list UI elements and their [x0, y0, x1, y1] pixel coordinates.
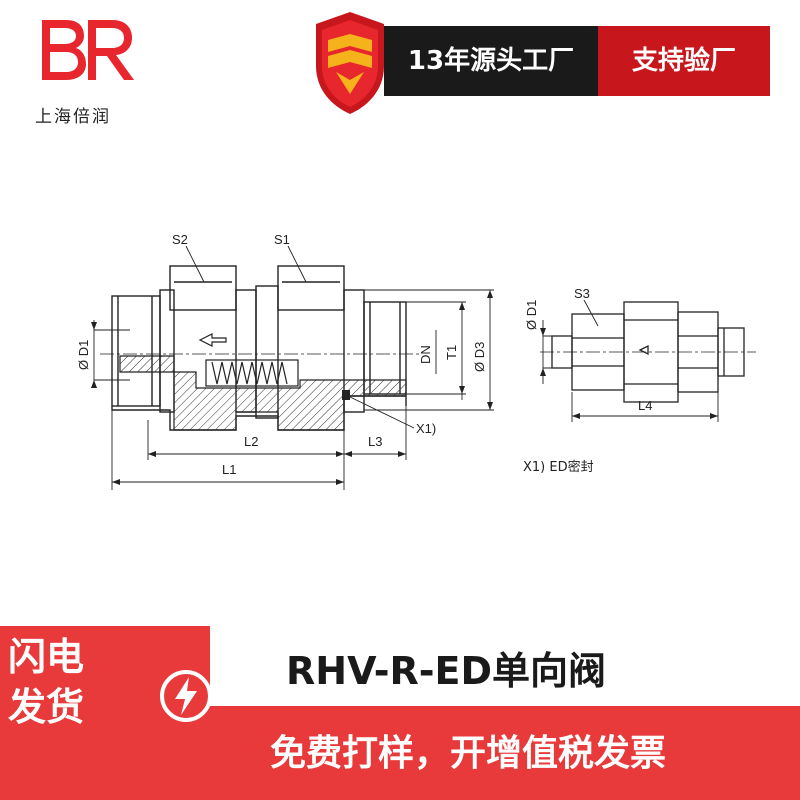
flash-delivery-title: 闪电 发货 — [8, 632, 148, 732]
label-s3: S3 — [574, 286, 590, 301]
br-logo-mark — [42, 20, 134, 80]
label-x1: X1) — [416, 421, 436, 436]
label-d3: Ø D3 — [472, 342, 487, 372]
inspection-badge-text: 支持验厂 — [631, 46, 736, 76]
label-s1: S1 — [274, 232, 290, 247]
seal-note: X1) ED密封 — [523, 460, 594, 475]
label-l1: L1 — [222, 462, 236, 477]
lightning-icon — [160, 670, 212, 722]
header-badge-red — [598, 26, 770, 96]
label-d1-side: Ø D1 — [524, 300, 539, 330]
label-l2: L2 — [244, 434, 258, 449]
flash-line-1: 闪电 — [8, 635, 85, 679]
brand-name: 上海倍润 — [35, 107, 111, 127]
label-d1: Ø D1 — [76, 340, 91, 370]
label-l3: L3 — [368, 434, 382, 449]
slogan-text: 免费打样，开增值税发票 — [270, 733, 667, 774]
slogan-strip — [150, 706, 800, 800]
shield-icon — [316, 12, 384, 114]
label-dn: DN — [418, 345, 433, 364]
flash-line-2: 发货 — [8, 685, 85, 729]
label-t1: T1 — [444, 345, 459, 360]
title-strip — [210, 626, 800, 700]
technical-drawing: S2 S1 Ø D1 DN T1 Ø D3 L2 L3 L1 X1) Ø D1 … — [76, 232, 756, 490]
product-title: RHV-R-ED单向阀 — [286, 649, 607, 693]
label-s2: S2 — [172, 232, 188, 247]
label-l4: L4 — [638, 398, 652, 413]
factory-badge-text: 13年源头工厂 — [407, 46, 575, 76]
brand-logo: 上海倍润 — [30, 14, 140, 127]
